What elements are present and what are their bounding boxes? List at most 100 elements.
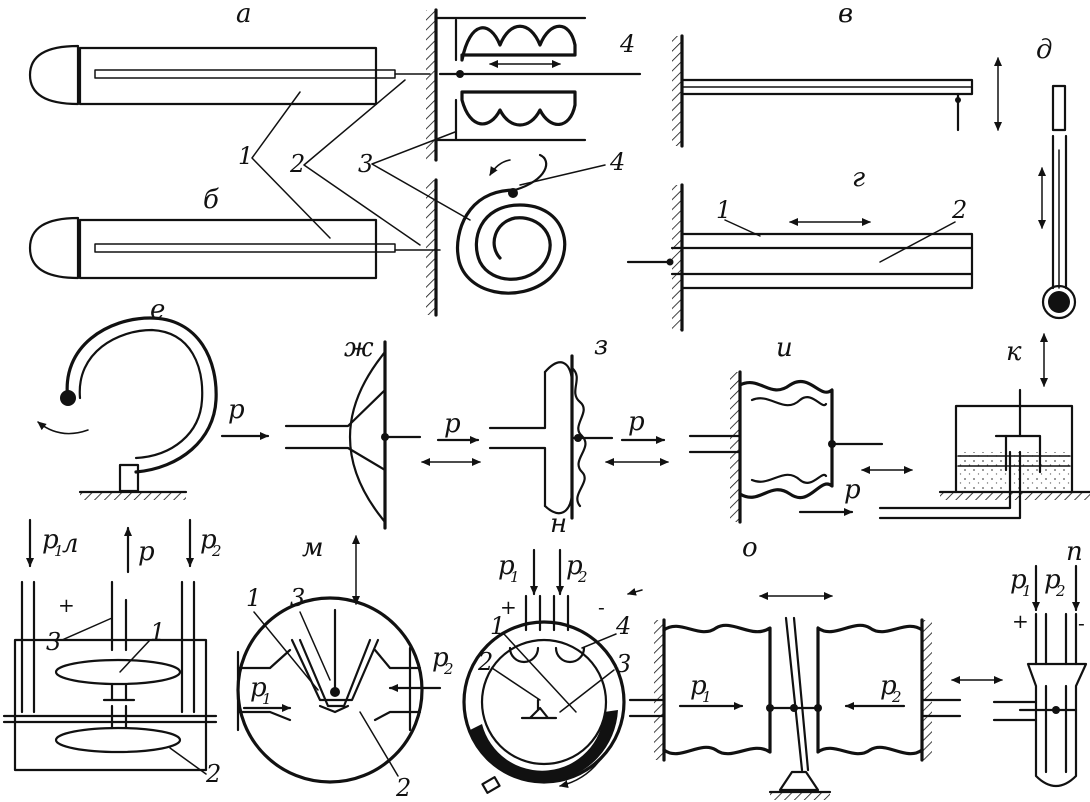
port-p2-m <box>373 648 422 722</box>
callout-2-n: 2 <box>477 648 493 676</box>
panel-label-v: в <box>838 0 853 29</box>
sign-minus-n: - <box>598 595 605 619</box>
svg-text:2: 2 <box>577 568 588 586</box>
callout-3-m: 3 <box>290 584 305 612</box>
callout-2: 2 <box>289 150 305 178</box>
partition-m <box>290 638 380 708</box>
pressure-label-e: p <box>228 395 245 425</box>
bellows-i <box>738 379 834 500</box>
panel-d: д <box>1036 35 1077 320</box>
callout-2-l: 2 <box>205 760 221 788</box>
svg-text:1: 1 <box>262 690 272 708</box>
callout-4-n: 4 <box>615 612 631 640</box>
probe-head-b <box>28 216 80 280</box>
capsule-lower-l <box>54 726 182 754</box>
panel-label-z: з <box>594 331 608 361</box>
panel-g: г 1 2 <box>626 163 974 332</box>
pressure-p2-n: p 2 <box>556 548 588 596</box>
bellows-bottom-a <box>460 90 577 127</box>
callout-4-a: 4 <box>619 30 635 58</box>
pressure-p2-p: p 2 <box>1044 564 1080 612</box>
liquid-fill-n <box>470 710 618 782</box>
callout-2-m: 2 <box>395 774 411 802</box>
svg-text:p: p <box>1010 565 1027 595</box>
bell-k <box>994 434 1042 474</box>
sign-minus-p: - <box>1078 611 1085 635</box>
panel-p: п p 1 p 2 + - <box>951 537 1088 788</box>
pressure-p1-p: p 1 <box>1010 564 1040 612</box>
callout-1-g: 1 <box>716 196 731 224</box>
panel-label-d: д <box>1036 35 1052 65</box>
svg-text:1: 1 <box>702 688 712 706</box>
bellows-right-o <box>816 623 924 756</box>
pressure-label-k: p <box>844 475 861 505</box>
vessel-k <box>954 404 1074 494</box>
pressure-p1-o: p 1 <box>678 671 744 710</box>
panel-label-o: о <box>742 533 758 563</box>
wall-hatch-a <box>426 10 436 160</box>
panel-label-g: г <box>852 163 865 193</box>
bourdon-tube-inner <box>78 328 204 460</box>
panel-label-p: п <box>1066 537 1083 567</box>
pressure-label-zh: p <box>444 409 461 439</box>
panel-v: в <box>672 0 1002 148</box>
callout-3-l: 3 <box>46 628 61 656</box>
box-l <box>13 638 208 772</box>
inlet-i <box>688 434 742 454</box>
panel-b: б 4 <box>28 148 625 317</box>
svg-text:p: p <box>1044 565 1061 595</box>
panel-label-i: и <box>776 333 793 363</box>
callout-2-g: 2 <box>951 196 967 224</box>
panel-o: о p 1 p 2 <box>628 533 962 800</box>
rotation-arrow-e <box>37 421 89 435</box>
svg-text:p: p <box>42 525 59 555</box>
svg-text:1: 1 <box>54 542 64 560</box>
pressure-label-z: p <box>628 407 645 437</box>
sign-plus-n: + <box>500 595 517 619</box>
panel-k: к p <box>798 333 1090 520</box>
callout-3-n: 3 <box>616 650 631 678</box>
sign-plus-l: + <box>58 593 75 617</box>
panel-n: н p 1 p 2 + - 1 2 3 4 <box>462 509 643 794</box>
bourdon-tube-outer <box>65 316 218 474</box>
panel-z: з p <box>488 331 669 520</box>
sign-plus-p: + <box>1012 609 1029 633</box>
inner-rod-g <box>670 246 974 276</box>
pressure-p1-n: p 1 <box>498 548 538 596</box>
pressure-p1-l: p 1 <box>26 518 64 568</box>
lever-o <box>784 616 810 772</box>
pressure-p2-m: p 2 <box>388 643 454 692</box>
panel-label-k: к <box>1006 337 1022 367</box>
panel-label-a: a <box>236 0 252 29</box>
tube-p <box>1026 662 1088 788</box>
corrugated-membrane-z <box>570 366 587 508</box>
panel-label-l: л <box>62 529 79 559</box>
svg-text:1: 1 <box>1022 582 1032 600</box>
inlet-tubes-n <box>524 594 570 632</box>
pressure-p-l: p <box>124 526 155 574</box>
probe-tube-b <box>78 218 378 280</box>
svg-text:p: p <box>566 551 583 581</box>
svg-text:p: p <box>138 537 155 567</box>
svg-text:p: p <box>880 671 897 701</box>
svg-text:2: 2 <box>443 660 454 678</box>
spiral-coil-b <box>455 188 567 295</box>
membrane-zh <box>348 350 387 524</box>
pipe-k <box>878 450 1022 520</box>
inlet-z <box>488 370 547 508</box>
callout-1-n: 1 <box>490 612 505 640</box>
inlet-zh <box>284 388 387 472</box>
spiral-tail-b <box>513 153 548 192</box>
bellows-left-o <box>662 623 772 756</box>
port-p1-m <box>236 648 292 722</box>
panel-a: a 4 <box>28 0 642 162</box>
svg-text:p: p <box>498 551 515 581</box>
pivot-n <box>520 698 558 720</box>
svg-text:2: 2 <box>1055 582 1066 600</box>
panel-zh: ж p <box>284 333 481 530</box>
svg-text:p: p <box>432 643 449 673</box>
pressure-p2-o: p 2 <box>844 671 906 710</box>
rotation-arrow-b <box>489 159 511 176</box>
svg-text:2: 2 <box>211 542 222 560</box>
bellows-housing-a <box>434 16 587 142</box>
